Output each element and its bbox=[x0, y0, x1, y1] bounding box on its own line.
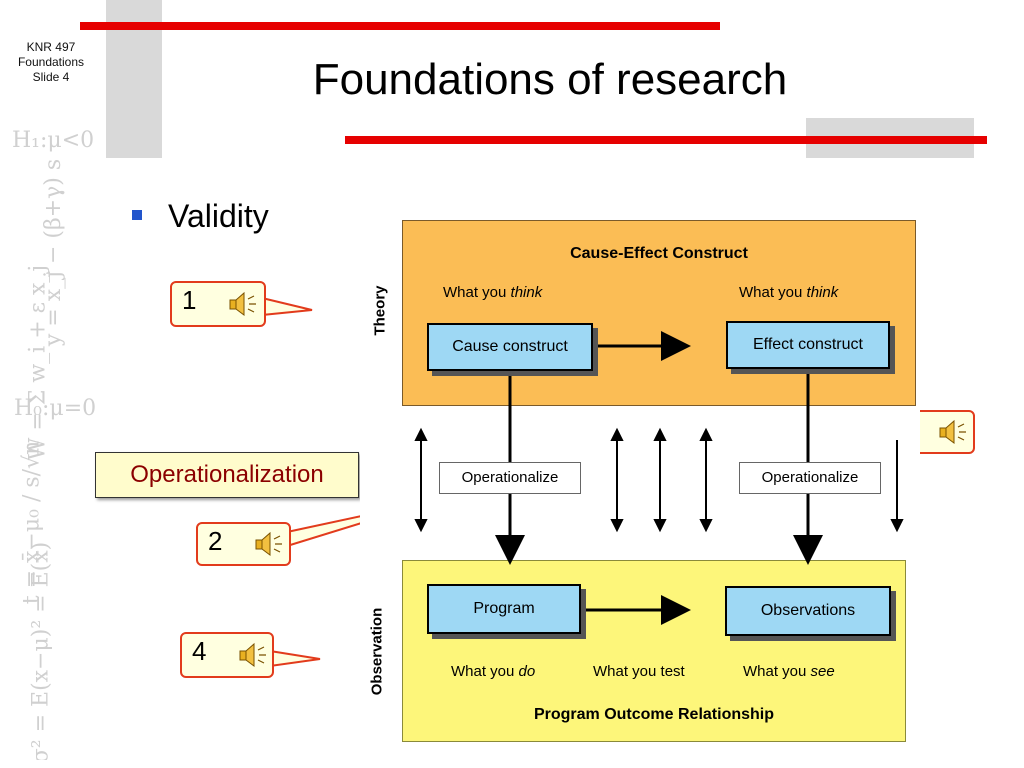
program-box: Program bbox=[427, 584, 581, 634]
bullet-validity: Validity bbox=[168, 198, 269, 234]
double-arrow-3 bbox=[653, 427, 667, 533]
speaker-icon[interactable] bbox=[938, 419, 968, 445]
down-arrow-right-edge bbox=[890, 440, 904, 533]
callout-number: 4 bbox=[192, 636, 207, 666]
red-accent-bar-top bbox=[80, 22, 720, 30]
bullet-marker bbox=[132, 210, 142, 220]
effect-construct-box: Effect construct bbox=[726, 321, 890, 369]
slide-label: KNR 497 Foundations Slide 4 bbox=[6, 40, 96, 85]
course-code: KNR 497 bbox=[26, 40, 76, 54]
audio-callout-1[interactable]: 1 bbox=[170, 281, 266, 327]
operationalize-label-right: Operationalize bbox=[739, 462, 881, 494]
page-title: Foundations of research bbox=[312, 55, 788, 104]
observation-title: Program Outcome Relationship bbox=[533, 706, 775, 723]
math-watermark: H₁:μ<0 y = x_j − (β+γ) s W = Σ w_i + ε x… bbox=[12, 128, 97, 760]
red-accent-bar-bottom bbox=[345, 136, 987, 144]
theory-panel: Cause-Effect Construct What you think Wh… bbox=[402, 220, 916, 406]
operationalize-label-left: Operationalize bbox=[439, 462, 581, 494]
operationalization-box: Operationalization bbox=[95, 452, 359, 498]
operationalization-label: Operationalization bbox=[130, 461, 324, 488]
double-arrow-2 bbox=[610, 427, 624, 533]
slide-number: Slide 4 bbox=[32, 70, 70, 84]
double-arrow-1 bbox=[414, 427, 428, 533]
speaker-icon[interactable] bbox=[254, 531, 284, 557]
theory-caption-right: What you think bbox=[739, 284, 839, 301]
obs-caption-do: What you do bbox=[451, 663, 536, 680]
cause-construct-box: Cause construct bbox=[427, 323, 593, 371]
double-arrow-4 bbox=[699, 427, 713, 533]
observations-box: Observations bbox=[725, 586, 891, 636]
audio-callout-4[interactable]: 4 bbox=[180, 632, 274, 678]
theory-title: Cause-Effect Construct bbox=[570, 245, 748, 262]
obs-caption-test: What you test bbox=[593, 663, 685, 680]
course-name: Foundations bbox=[17, 55, 85, 69]
audio-callout-2[interactable]: 2 bbox=[196, 522, 291, 566]
speaker-icon[interactable] bbox=[228, 291, 258, 317]
callout-number: 2 bbox=[208, 526, 223, 556]
callout-number: 1 bbox=[182, 285, 197, 315]
theory-caption-left: What you think bbox=[443, 284, 543, 301]
speaker-icon[interactable] bbox=[238, 642, 268, 668]
obs-caption-see: What you see bbox=[743, 663, 835, 680]
